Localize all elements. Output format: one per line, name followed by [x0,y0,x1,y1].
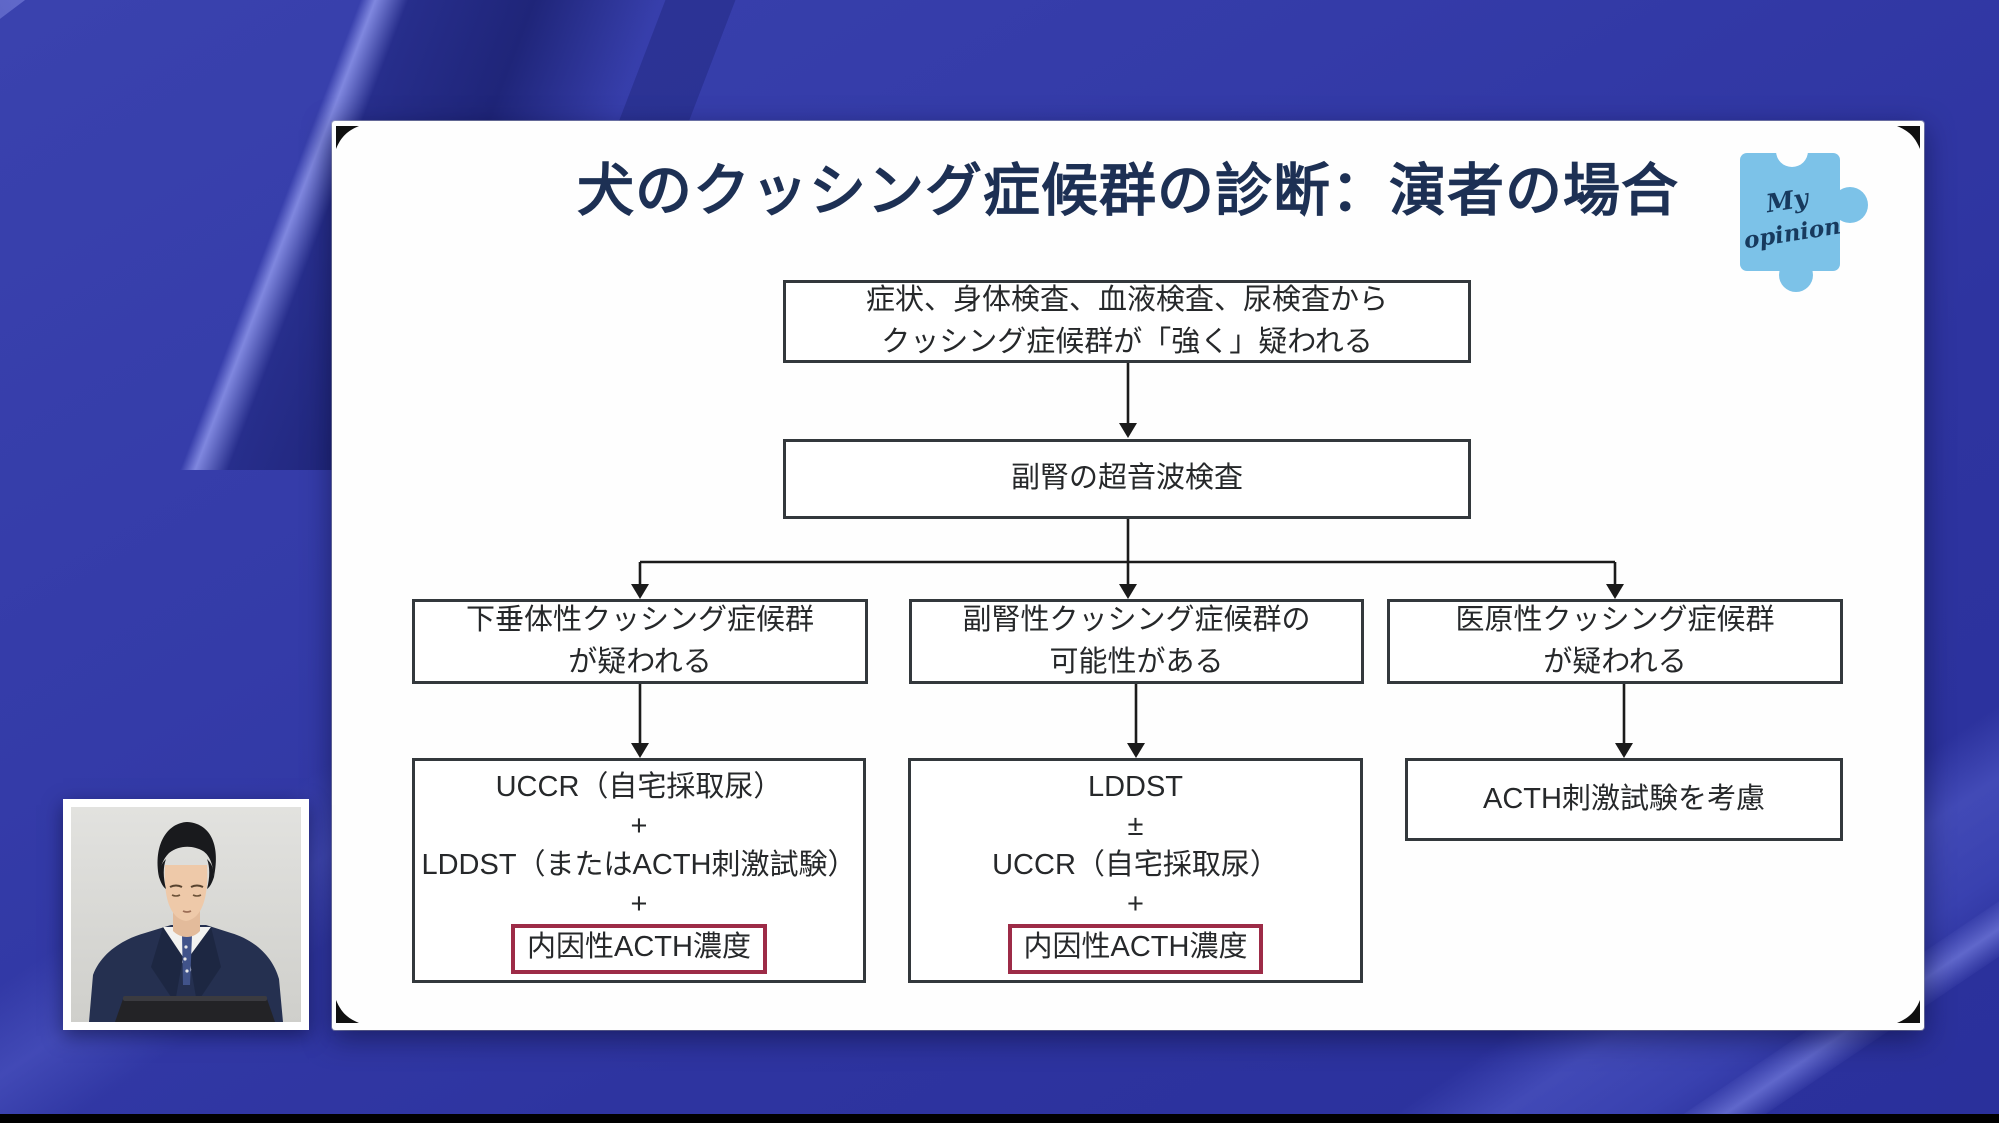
flow-box-adrenal-possible: 副腎性クッシング症候群の 可能性がある [909,599,1364,684]
pituitary-acth-highlight-box: 内因性ACTH濃度 [511,924,767,974]
flow-box-adrenal-tests: LDDST ± UCCR（自宅採取尿） + 内因性ACTH濃度 [908,758,1363,983]
adrenal-test-line2: UCCR（自宅採取尿） [992,848,1279,881]
flow-box-strong-suspicion: 症状、身体検査、血液検査、尿検査から クッシング症候群が「強く」疑われる [783,280,1471,363]
slide-corner-mark-bottom-left [336,999,360,1023]
adrenal-test-plusminus: ± [1127,810,1144,843]
speaker-webcam-frame [63,799,309,1030]
adrenal-line1: 副腎性クッシング症候群の [962,604,1311,637]
adrenal-test-plus2: + [1127,887,1144,920]
my-opinion-puzzle-icon: My opinion [1730,135,1890,304]
iatrogenic-line2: が疑われる [1543,645,1687,678]
iatrogenic-test-label: ACTH刺激試験を考慮 [1483,782,1765,815]
flow-box-pituitary-suspected: 下垂体性クッシング症候群 が疑われる [412,599,868,684]
pituitary-test-line2: LDDST（またはACTH刺激試験） [421,848,857,881]
suspicion-line1: 症状、身体検査、血液検査、尿検査から [865,284,1388,317]
slide-corner-mark-bottom-right [1896,999,1920,1023]
speaker-illustration [71,807,301,1022]
adrenal-test-line1: LDDST [1087,771,1184,804]
letterbox-bottom-bar [0,1114,1999,1123]
ultrasound-label: 副腎の超音波検査 [1010,462,1243,495]
speaker-webcam-video [71,807,301,1022]
my-opinion-text-line1: My [1763,183,1812,219]
pituitary-test-line1: UCCR（自宅採取尿） [495,771,783,804]
adrenal-acth-label: 内因性ACTH濃度 [1023,931,1248,964]
iatrogenic-line1: 医原性クッシング症候群 [1455,604,1775,637]
pituitary-test-plus1: + [630,810,648,843]
adrenal-line2: 可能性がある [1049,645,1224,678]
pituitary-line1: 下垂体性クッシング症候群 [465,604,814,637]
pituitary-acth-label: 内因性ACTH濃度 [527,931,751,964]
flow-box-pituitary-tests: UCCR（自宅採取尿） + LDDST（またはACTH刺激試験） + 内因性AC… [412,758,866,983]
slide-corner-mark-top-left [336,126,360,150]
presentation-slide: 犬のクッシング症候群の診断：演者の場合 My opinion [332,121,1924,1030]
pituitary-line2: が疑われる [568,645,712,678]
adrenal-acth-highlight-box: 内因性ACTH濃度 [1007,924,1264,974]
flow-box-iatrogenic-suspected: 医原性クッシング症候群 が疑われる [1387,599,1843,684]
flow-box-iatrogenic-tests: ACTH刺激試験を考慮 [1405,758,1843,841]
slide-title: 犬のクッシング症候群の診断：演者の場合 [577,159,1679,223]
flow-box-adrenal-ultrasound: 副腎の超音波検査 [783,439,1471,519]
pituitary-test-plus2: + [630,887,648,920]
slide-corner-mark-top-right [1896,126,1920,150]
suspicion-line2: クッシング症候群が「強く」疑われる [881,325,1373,358]
